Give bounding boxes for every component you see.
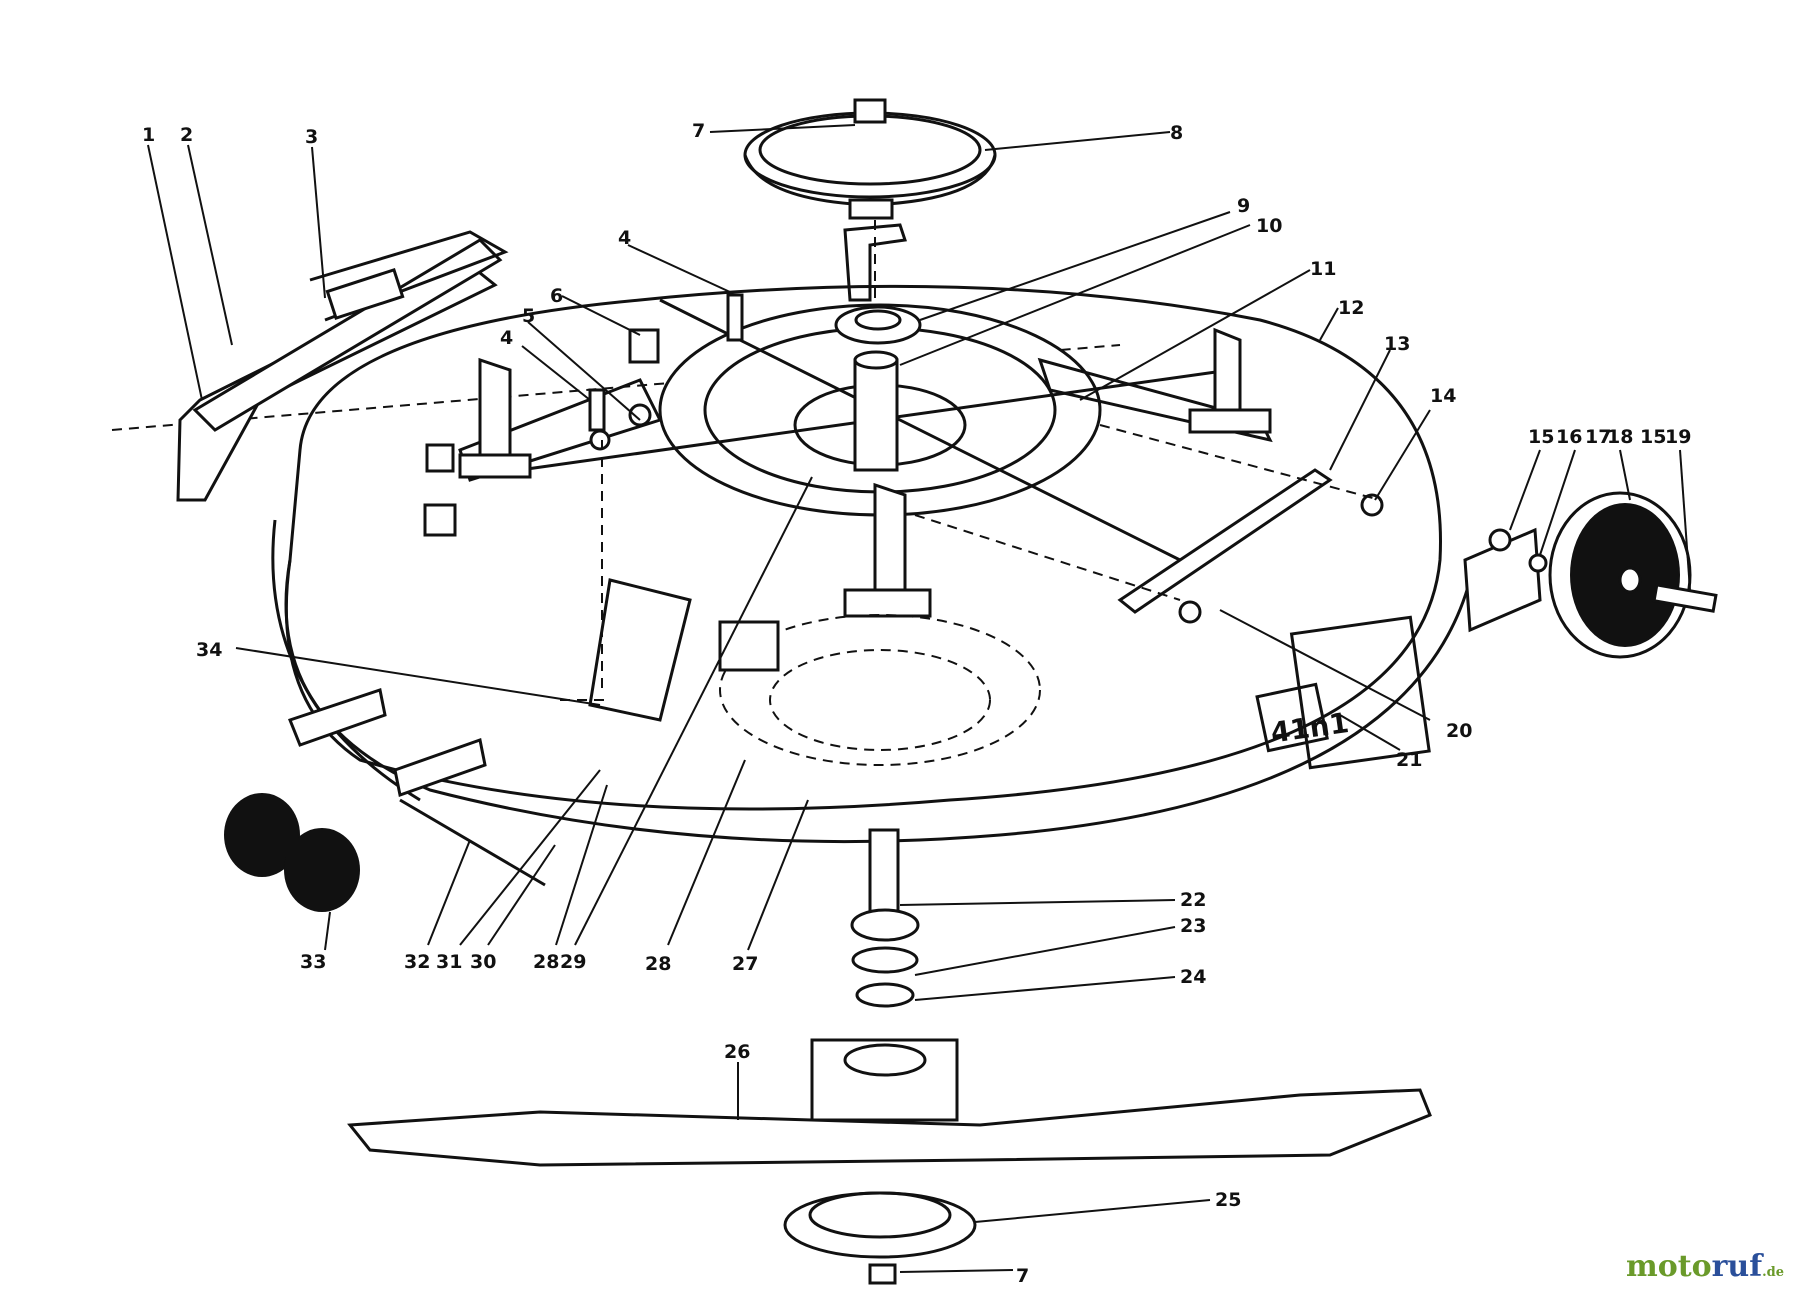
label-part-15-b: 15 [1640,426,1666,448]
label-part-11: 11 [1310,258,1336,280]
label-part-22: 22 [1180,889,1206,911]
label-part-12: 12 [1338,297,1364,319]
part-labels: 1 2 3 4 4 5 6 7 7 8 9 10 11 12 13 14 15 … [142,120,1691,1287]
label-part-17: 17 [1585,426,1611,448]
label-part-21: 21 [1396,749,1422,771]
spindle-tube [853,350,899,472]
left-wheel-assembly [224,688,546,912]
label-part-34: 34 [196,639,222,661]
watermark-part2: ruf [1711,1249,1763,1284]
label-part-32: 32 [404,951,430,973]
discharge-chute [176,230,509,502]
height-bracket-center [843,482,932,618]
label-part-25: 25 [1215,1189,1241,1211]
label-part-16: 16 [1556,426,1582,448]
label-part-2: 2 [180,124,193,146]
label-part-10: 10 [1256,215,1282,237]
drive-pulley [743,98,997,220]
lower-spindle-stack [719,614,1041,1122]
watermark-part1: moto [1625,1249,1712,1284]
label-part-8: 8 [1170,122,1183,144]
cutting-blade [347,1088,1432,1167]
label-part-15-a: 15 [1528,426,1554,448]
pulley-bracket [843,223,907,302]
height-bracket-left [458,357,532,479]
mower-deck: 41n1 [111,284,1472,844]
blade-adapter [783,1191,977,1259]
label-part-27: 27 [732,953,758,975]
label-part-29: 29 [560,951,586,973]
label-part-28-left: 28 [533,951,559,973]
label-part-5: 5 [522,305,535,327]
label-part-13: 13 [1384,333,1410,355]
label-part-3: 3 [305,126,318,148]
label-part-4-left: 4 [500,327,513,349]
label-part-4-top: 4 [618,227,631,249]
label-part-33: 33 [300,951,326,973]
label-part-26: 26 [724,1041,750,1063]
label-part-14: 14 [1430,385,1456,407]
label-part-9: 9 [1237,195,1250,217]
label-part-31: 31 [436,951,462,973]
label-part-1: 1 [142,124,155,146]
hardware [423,293,1548,722]
label-part-23: 23 [1180,915,1206,937]
label-part-7-bottom: 7 [1016,1265,1029,1287]
leader-lines [147,124,1691,1273]
right-wheel-assembly [1463,491,1718,659]
label-part-18: 18 [1607,426,1633,448]
adjuster-rod [1117,468,1333,614]
watermark-suffix: .de [1762,1265,1784,1280]
label-part-28-right: 28 [645,953,671,975]
watermark-logo: motoruf.de [1626,1249,1784,1284]
height-bracket-right [1188,327,1272,434]
label-part-24: 24 [1180,966,1206,988]
label-part-30: 30 [470,951,496,973]
blade-bolt [868,1263,897,1285]
label-part-7-top: 7 [692,120,705,142]
upper-bearing [834,305,922,345]
label-part-6: 6 [550,285,563,307]
label-part-19: 19 [1665,426,1691,448]
label-part-20: 20 [1446,720,1472,742]
